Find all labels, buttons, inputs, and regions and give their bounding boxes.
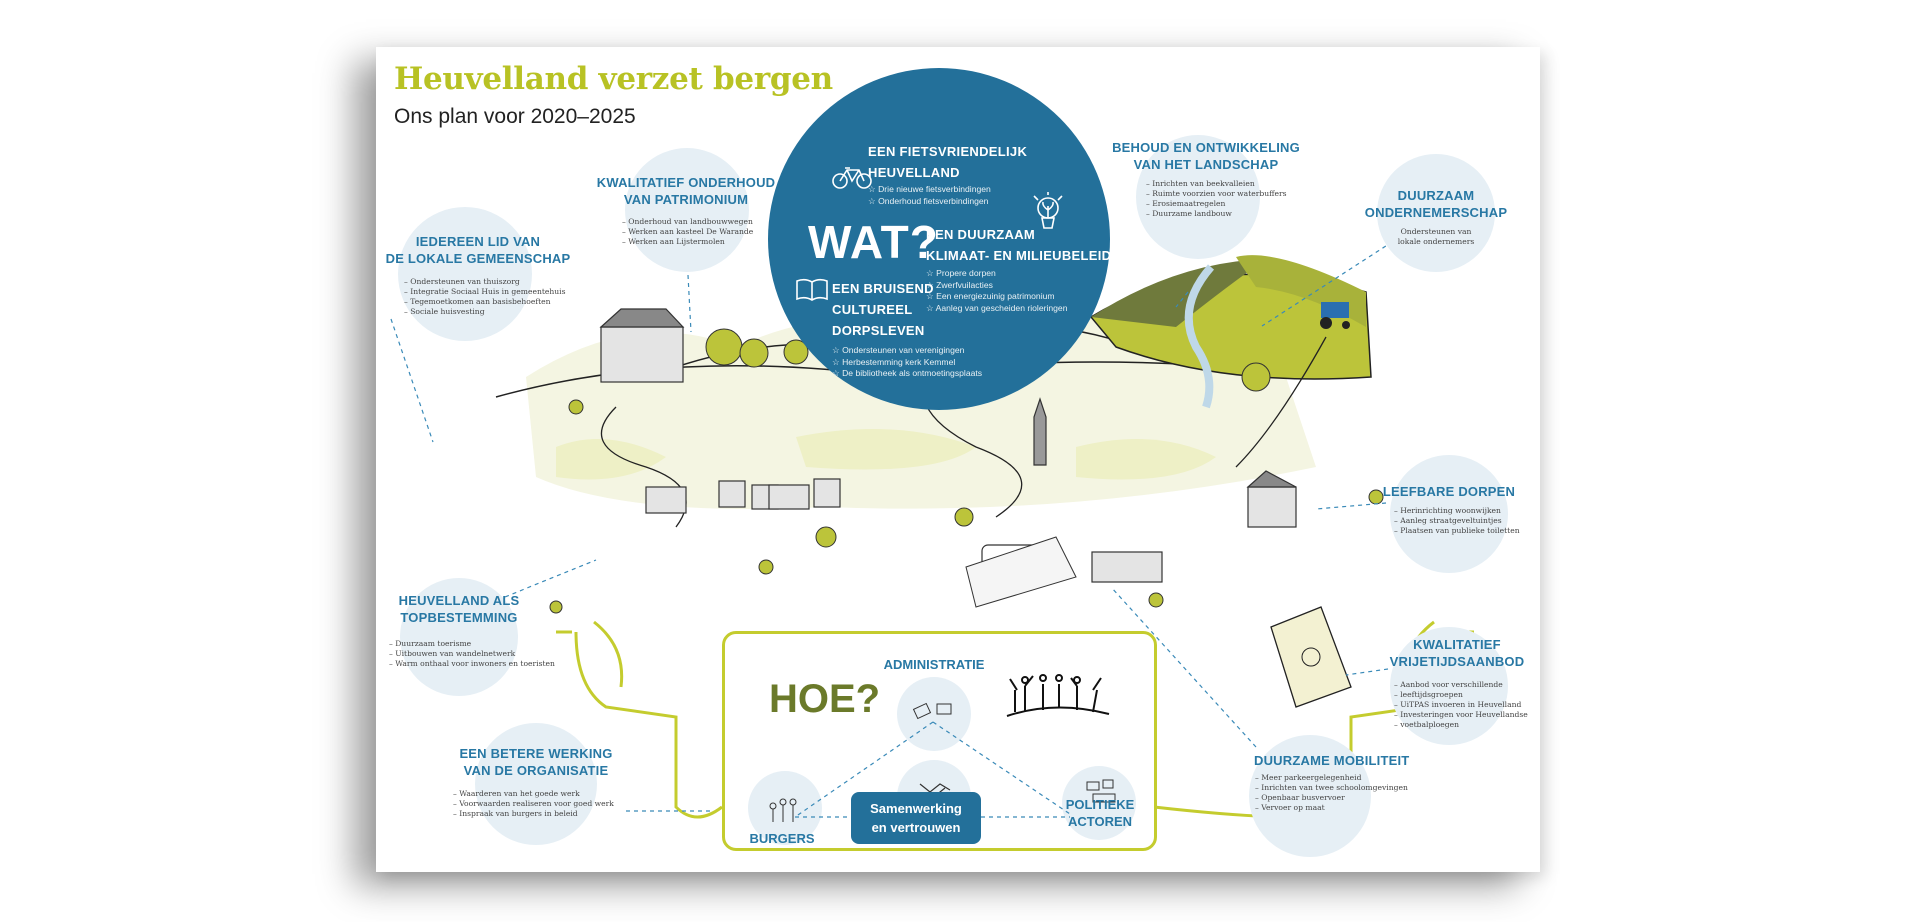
list-item: Ondersteunen van verenigingen bbox=[832, 345, 982, 357]
football-pitch-icon bbox=[1270, 606, 1352, 708]
list-item: Integratie Sociaal Huis in gemeentehuis bbox=[404, 287, 565, 297]
bubble-werking-bg bbox=[475, 723, 597, 845]
list-item: Drie nieuwe fietsverbindingen bbox=[868, 184, 991, 196]
ondernemerschap-title: Duurzaamondernemerschap bbox=[1364, 188, 1508, 220]
bus-icon bbox=[965, 536, 1077, 608]
buildings bbox=[599, 308, 1297, 583]
cultuur-list: Ondersteunen van verenigingenHerbestemmi… bbox=[832, 345, 982, 380]
list-item: Duurzame landbouw bbox=[1146, 209, 1287, 219]
vrijetijd-list: Aanbod voor verschillendeleeftijdsgroepe… bbox=[1394, 680, 1528, 730]
tractor-icon bbox=[1320, 302, 1350, 329]
list-item: Duurzaam toerisme bbox=[389, 639, 555, 649]
list-item: leeftijdsgroepen bbox=[1394, 690, 1528, 700]
lightbulb-plant-icon bbox=[1033, 192, 1063, 229]
list-item: Waarderen van het goede werk bbox=[453, 789, 614, 799]
administratie-circle bbox=[897, 677, 971, 751]
mobiliteit-title: Duurzame mobiliteit bbox=[1254, 753, 1410, 768]
gemeenschap-list: Ondersteunen van thuiszorgIntegratie Soc… bbox=[404, 277, 566, 317]
connector-lines bbox=[390, 232, 1407, 812]
list-item: Aanleg van gescheiden rioleringen bbox=[926, 303, 1068, 315]
politicians-icon bbox=[1086, 779, 1116, 803]
hoe-box: HOE? Administratie Burgers Politiekeacto… bbox=[722, 631, 1157, 851]
list-item: De bibliotheek als ontmoetingsplaats bbox=[832, 368, 982, 380]
burgers-label: Burgers bbox=[749, 831, 815, 846]
list-item: Ondersteunen van bbox=[1400, 227, 1472, 236]
list-item: Openbaar busvervoer bbox=[1255, 793, 1408, 803]
list-item: Warm onthaal voor inwoners en toeristen bbox=[389, 659, 555, 669]
trees bbox=[549, 328, 1384, 614]
politieke-circle bbox=[1062, 766, 1136, 840]
bicycle-icon bbox=[832, 167, 872, 189]
book-icon bbox=[796, 278, 828, 301]
list-item: Investeringen voor Heuvellandse bbox=[1394, 710, 1528, 720]
onderhoud-list: Onderhoud van landbouwwegenWerken aan ka… bbox=[622, 217, 753, 247]
list-item: Herinrichting woonwijken bbox=[1394, 506, 1520, 516]
list-item: Propere dorpen bbox=[926, 268, 1068, 280]
poster: Heuvelland verzet bergen Ons plan voor 2… bbox=[376, 47, 1540, 872]
vrijetijd-title: Kwalitatiefvrijetijdsaanbod bbox=[1389, 637, 1525, 669]
list-item: Uitbouwen van wandelnetwerk bbox=[389, 649, 555, 659]
bubble-gemeenschap-bg bbox=[398, 207, 532, 341]
topbestemming-list: Duurzaam toerismeUitbouwen van wandelnet… bbox=[389, 639, 555, 669]
administration-icon bbox=[912, 702, 952, 720]
klimaat-title: Een duurzaamklimaat- en milieubeleid bbox=[926, 227, 1112, 263]
list-item: Een energiezuinig patrimonium bbox=[926, 291, 1068, 303]
dorpen-title: Leefbare dorpen bbox=[1382, 484, 1516, 499]
administratie-label: Administratie bbox=[883, 657, 985, 672]
list-item: Sociale huisvesting bbox=[404, 307, 566, 317]
list-item: lokale ondernemers bbox=[1397, 237, 1475, 246]
wat-label: WAT? bbox=[808, 216, 939, 268]
list-item: Werken aan Lijstermolen bbox=[622, 237, 753, 247]
list-item: Ruimte voorzien voor waterbuffers bbox=[1146, 189, 1286, 199]
bubble-ondernemerschap-bg bbox=[1377, 154, 1495, 272]
list-item: Plaatsen van publieke toiletten bbox=[1394, 526, 1519, 536]
wat-circle: Een fietsvriendelijkHeuvelland Drie nieu… bbox=[768, 68, 1112, 410]
list-item: Ondersteunen van thuiszorg bbox=[404, 277, 566, 287]
mobiliteit-list: Meer parkeergelegenheidInrichten van twe… bbox=[1255, 773, 1408, 813]
list-item: Inrichten van beekvalleien bbox=[1146, 179, 1287, 189]
list-item: Onderhoud van landbouwwegen bbox=[622, 217, 753, 227]
fiets-list: Drie nieuwe fietsverbindingenOnderhoud f… bbox=[868, 184, 991, 207]
fiets-title: Een fietsvriendelijkHeuvelland bbox=[868, 144, 1028, 180]
hoe-label: HOE? bbox=[769, 677, 881, 721]
list-item: voetbalploegen bbox=[1394, 720, 1528, 730]
landscape-illustration bbox=[390, 232, 1474, 819]
klimaat-list: Propere dorpenZwerfvuilactiesEen energie… bbox=[926, 268, 1068, 314]
cultuur-title: Een bruisendcultureeldorpsleven bbox=[832, 281, 934, 338]
list-item: Herbestemming kerk Kemmel bbox=[832, 357, 982, 369]
poster-title: Heuvelland verzet bergen bbox=[394, 61, 833, 97]
bubble-topbestemming-bg bbox=[400, 578, 518, 696]
politieke-label: Politiekeactoren bbox=[1065, 797, 1135, 829]
list-item: Zwerfvuilacties bbox=[926, 280, 1068, 292]
onderhoud-title: Kwalitatief onderhoudvan patrimonium bbox=[596, 175, 776, 207]
landschap-list: Inrichten van beekvalleienRuimte voorzie… bbox=[1146, 179, 1287, 219]
landschap-title: Behoud en ontwikkelingvan het landschap bbox=[1112, 140, 1300, 172]
list-item: UiTPAS invoeren in Heuvelland bbox=[1394, 700, 1528, 710]
list-item: Werken aan kasteel De Warande bbox=[622, 227, 753, 237]
citizens-icon bbox=[769, 798, 797, 822]
list-item: Erosiemaatregelen bbox=[1146, 199, 1287, 209]
werking-list: Waarderen van het goede werkVoorwaarden … bbox=[453, 789, 614, 819]
topbestemming-title: Heuvelland alstopbestemming bbox=[398, 593, 520, 625]
werking-title: Een betere werkingvan de organisatie bbox=[459, 746, 613, 778]
list-item: Aanleg straatgeveltuintjes bbox=[1394, 516, 1520, 526]
list-item: Tegemoetkomen aan basisbehoeften bbox=[404, 297, 566, 307]
list-item: Vervoer op maat bbox=[1255, 803, 1408, 813]
list-item: Aanbod voor verschillende bbox=[1394, 680, 1528, 690]
list-item: Voorwaarden realiseren voor goed werk bbox=[453, 799, 614, 809]
bubble-onderhoud-bg bbox=[625, 148, 749, 272]
list-item: Inrichten van twee schoolomgevingen bbox=[1255, 783, 1408, 793]
burgers-circle bbox=[748, 771, 822, 845]
dorpen-list: Herinrichting woonwijkenAanleg straatgev… bbox=[1394, 506, 1520, 536]
triangle-connectors bbox=[769, 674, 1116, 822]
gemeenschap-title: Iedereen lid vande lokale gemeenschap bbox=[385, 234, 571, 266]
list-item: Onderhoud fietsverbindingen bbox=[868, 196, 991, 208]
list-item: Inspraak van burgers in beleid bbox=[453, 809, 614, 819]
crowd-icon bbox=[1006, 674, 1110, 717]
list-item: Meer parkeergelegenheid bbox=[1255, 773, 1408, 783]
poster-subtitle: Ons plan voor 2020–2025 bbox=[394, 105, 636, 128]
